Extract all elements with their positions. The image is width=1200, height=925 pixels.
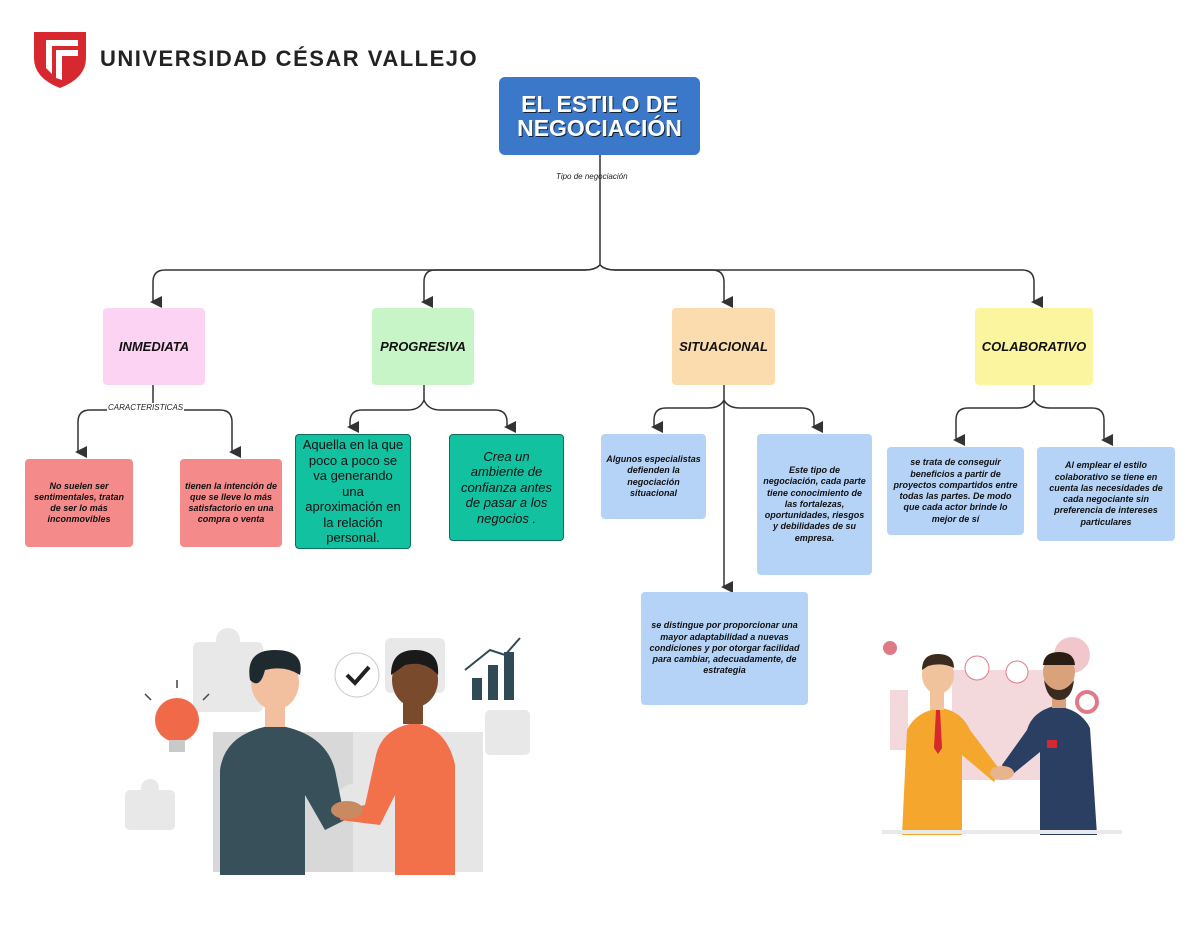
detail-situacional-3-text: se distingue por proporcionar una mayor … <box>649 620 800 676</box>
detail-colaborativo-2: Al emplear el estilo colaborativo se tie… <box>1037 447 1175 541</box>
detail-situacional-1-text: Algunos especialistas defienden la negoc… <box>606 454 701 498</box>
detail-inmediata-1-text: No suelen ser sentimentales, tratan de s… <box>33 480 125 525</box>
type-label-colaborativo: COLABORATIVO <box>981 339 1087 354</box>
detail-situacional-3: se distingue por proporcionar una mayor … <box>641 592 808 705</box>
ucv-shield-icon <box>34 32 86 88</box>
gear-icon <box>883 641 1099 714</box>
person-right-icon <box>340 650 455 875</box>
title-box: EL ESTILO DE NEGOCIACIÓN <box>499 77 700 155</box>
type-box-situacional: SITUACIONAL <box>672 308 775 385</box>
businessman-right-icon <box>1002 652 1097 835</box>
checkmark-icon <box>334 652 380 698</box>
type-box-progresiva: PROGRESIVA <box>372 308 474 385</box>
detail-inmediata-2-text: tienen la intención de que se lleve lo m… <box>184 480 277 525</box>
university-name: UNIVERSIDAD CÉSAR VALLEJO <box>100 46 479 71</box>
person-left-icon <box>220 650 345 875</box>
detail-colaborativo-1: se trata de conseguir beneficios a parti… <box>887 447 1024 535</box>
detail-progresiva-1-text: Aquella en la que poco a poco se va gene… <box>302 436 404 546</box>
detail-situacional-2: Este tipo de negociación, cada parte tie… <box>757 434 872 575</box>
type-box-colaborativo: COLABORATIVO <box>975 308 1093 385</box>
type-label-situacional: SITUACIONAL <box>679 339 768 354</box>
detail-inmediata-1: No suelen ser sentimentales, tratan de s… <box>25 459 133 547</box>
detail-situacional-1: Algunos especialistas defienden la negoc… <box>601 434 706 519</box>
businessman-left-icon <box>902 654 1000 835</box>
university-logo: UNIVERSIDAD CÉSAR VALLEJO <box>30 28 477 90</box>
type-box-inmediata: INMEDIATA <box>103 308 205 385</box>
growth-chart-icon <box>464 637 521 700</box>
handshake-illustration-left <box>125 628 530 875</box>
handshake-illustration-right <box>882 630 1122 840</box>
detail-progresiva-1: Aquella en la que poco a poco se va gene… <box>295 434 411 549</box>
detail-colaborativo-1-text: se trata de conseguir beneficios a parti… <box>893 457 1018 524</box>
title-text: EL ESTILO DE NEGOCIACIÓN <box>517 90 682 141</box>
type-label-inmediata: INMEDIATA <box>118 339 190 354</box>
edge-label-tipos: Tipo de negociación <box>556 172 628 181</box>
type-label-progresiva: PROGRESIVA <box>380 339 466 354</box>
detail-situacional-2-text: Este tipo de negociación, cada parte tie… <box>763 465 866 543</box>
edge-label-caracteristicas: CARACTERISTICAS <box>107 403 185 412</box>
detail-inmediata-2: tienen la intención de que se lleve lo m… <box>180 459 282 547</box>
detail-progresiva-2: Crea un ambiente de confianza antes de p… <box>449 434 564 541</box>
check-badge-icon <box>964 655 1029 684</box>
lightbulb-icon <box>144 680 210 752</box>
detail-progresiva-2-text: Crea un ambiente de confianza antes de p… <box>460 448 553 526</box>
detail-colaborativo-2-text: Al emplear el estilo colaborativo se tie… <box>1049 460 1163 527</box>
